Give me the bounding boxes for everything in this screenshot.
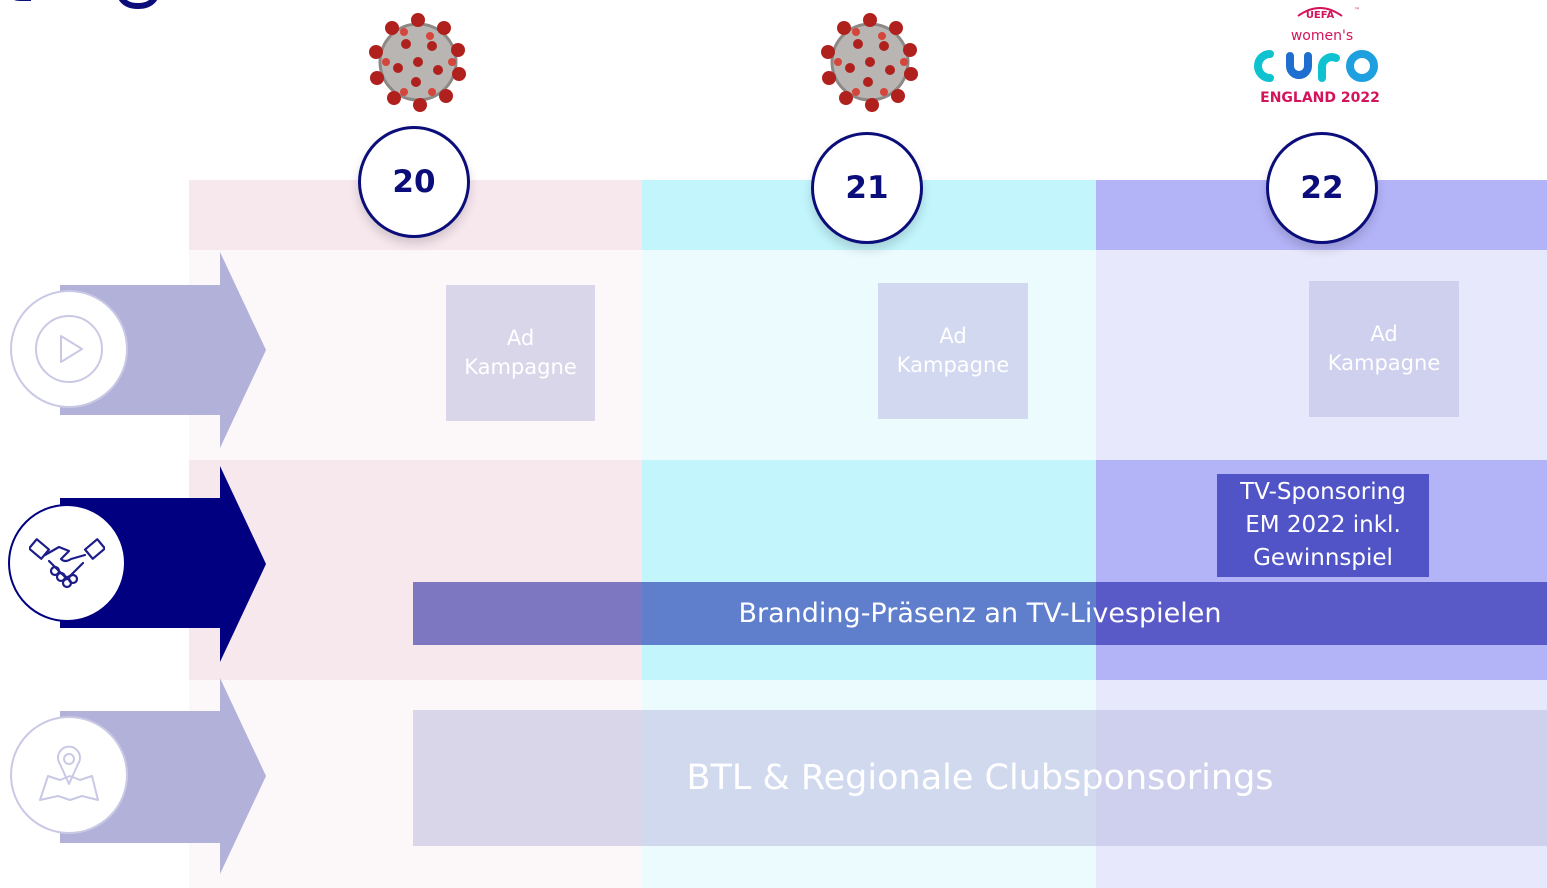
- ad-kampagne-22: Ad Kampagne: [1309, 281, 1459, 417]
- branding-bar-21: [642, 582, 1096, 645]
- ad-kampagne-20-line1: Ad: [506, 326, 535, 350]
- branding-bar-20: [413, 582, 642, 645]
- row-sponsoring-icon-circle: [8, 504, 126, 622]
- tv-sponsoring-line1: TV-Sponsoring: [1240, 479, 1406, 505]
- year-circle-21: 21: [811, 132, 923, 244]
- year-circle-20: 20: [358, 126, 470, 238]
- ad-kampagne-21: Ad Kampagne: [878, 283, 1028, 419]
- tv-sponsoring-line3: Gewinnspiel: [1253, 545, 1393, 571]
- row-video-arrow: [60, 252, 266, 448]
- ad-kampagne-21-line2: Kampagne: [896, 353, 1010, 377]
- btl-bar-22: [1096, 710, 1547, 846]
- england-2022-text: ENGLAND 2022: [1260, 90, 1380, 106]
- year-label-20: 20: [392, 164, 436, 200]
- row-regional-arrow: [60, 678, 266, 874]
- row-video-icon-circle: [10, 290, 128, 408]
- womens-text: women's: [1291, 28, 1353, 44]
- tv-sponsoring-line2: EM 2022 inkl.: [1245, 512, 1401, 538]
- coronavirus-icon-20: [369, 13, 466, 112]
- ad-kampagne-21-line1: Ad: [939, 324, 967, 348]
- womens-euro-logo-mark: UEFA ™ women's ENGLAND 2022: [1254, 7, 1380, 106]
- play-icon: [35, 315, 103, 383]
- btl-bar-20: [413, 710, 642, 846]
- branding-bar-label: Branding-Präsenz an TV-Livespielen: [738, 598, 1222, 629]
- row-sponsoring-band-21: [642, 460, 1096, 680]
- btl-bar-label: BTL & Regionale Clubsponsorings: [686, 758, 1274, 798]
- title-fragment: [0, 0, 160, 24]
- ad-kampagne-20: Ad Kampagne: [446, 285, 595, 421]
- uefa-text: UEFA: [1306, 10, 1335, 21]
- year-circle-22: 22: [1266, 132, 1378, 244]
- coronavirus-icon-21: [821, 13, 918, 112]
- handshake-icon: [29, 538, 105, 589]
- branding-bar-22: [1096, 582, 1547, 645]
- btl-bar-21: [642, 710, 1096, 846]
- map-pin-icon: [39, 745, 99, 801]
- title-fragment-shape: [13, 0, 158, 10]
- ad-kampagne-20-line2: Kampagne: [464, 355, 577, 379]
- trademark-text: ™: [1354, 7, 1360, 14]
- row-regional-icon-circle: [10, 716, 128, 834]
- ad-kampagne-22-line1: Ad: [1370, 322, 1398, 346]
- row-sponsoring-arrow: [60, 466, 266, 662]
- ad-kampagne-22-line2: Kampagne: [1327, 351, 1441, 375]
- year-label-22: 22: [1300, 170, 1344, 206]
- womens-euro-logo: UEFA ™ women's ENGLAND 2022: [1250, 2, 1390, 106]
- tv-sponsoring-box: TV-Sponsoring EM 2022 inkl. Gewinnspiel: [1217, 474, 1429, 577]
- year-label-21: 21: [845, 170, 889, 206]
